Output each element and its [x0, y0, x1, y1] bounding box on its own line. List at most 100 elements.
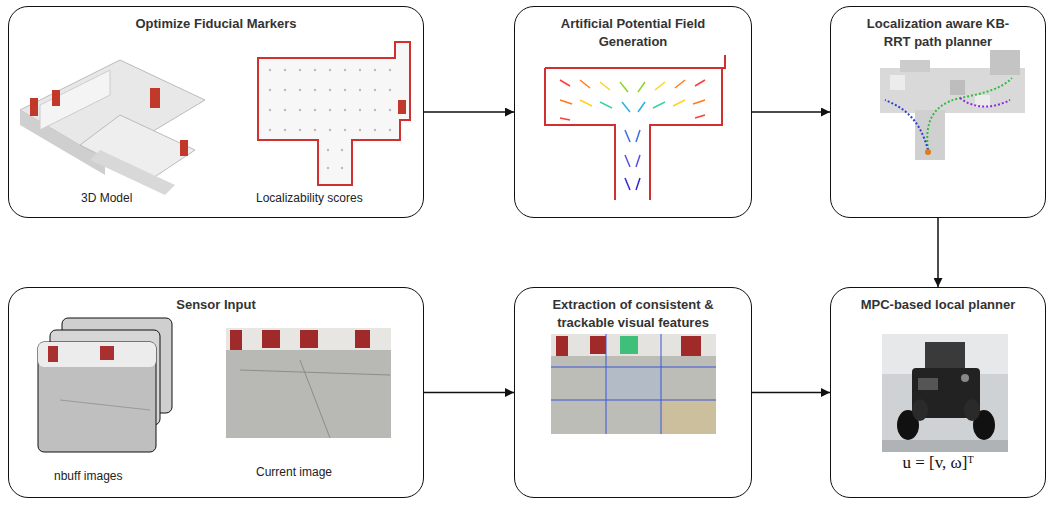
illustration-part — [40, 70, 110, 130]
process-box: Extraction of consistent & trackable vis… — [514, 287, 752, 498]
illustration-part — [389, 89, 391, 91]
illustration-part — [625, 130, 630, 142]
illustration-part — [359, 89, 361, 91]
illustration-part — [927, 78, 1012, 150]
illustration-part — [653, 102, 665, 108]
localizability-map — [258, 42, 410, 185]
illustration-part — [636, 155, 640, 167]
illustration-part — [344, 69, 346, 71]
process-box: MPC-based local planneru = [v, ω]ᵀ — [830, 287, 1046, 498]
illustration-part — [675, 80, 685, 88]
illustration-part — [341, 149, 343, 151]
illustration-part — [359, 129, 361, 131]
illustration-part — [269, 89, 271, 91]
illustration-part — [560, 118, 570, 120]
illustration-part — [329, 69, 331, 71]
illustration-part — [314, 129, 316, 131]
illustration-part — [556, 336, 568, 356]
illustration-part — [915, 110, 945, 160]
illustration-part — [226, 328, 391, 438]
illustration-part — [38, 342, 156, 452]
illustration-part — [681, 336, 701, 356]
illustration-part — [300, 330, 318, 348]
illustration-part — [900, 60, 930, 72]
illustration-part — [638, 102, 645, 112]
illustration-part — [661, 334, 662, 434]
illustration-part — [964, 399, 980, 421]
illustration-part — [269, 69, 271, 71]
illustration-part — [551, 334, 716, 434]
image-caption: Current image — [256, 465, 332, 479]
illustration-part — [180, 140, 188, 156]
illustration-part — [655, 82, 665, 90]
illustration-part — [975, 95, 990, 107]
illustration-part — [284, 89, 286, 91]
3d-model-picture — [20, 60, 205, 195]
illustration-part — [329, 109, 331, 111]
illustration-part — [258, 42, 410, 185]
illustration-part — [622, 102, 630, 112]
illustration-part — [551, 400, 716, 401]
illustration-part — [551, 334, 716, 356]
illustration-part — [580, 80, 590, 88]
flow-arrow — [424, 392, 514, 394]
illustration-part — [990, 50, 1020, 75]
illustration-part — [560, 100, 572, 104]
potential-field-picture — [545, 55, 725, 200]
illustration-part — [300, 360, 330, 438]
illustration-part — [673, 100, 685, 106]
illustration-part — [551, 367, 716, 368]
illustration-part — [226, 328, 391, 350]
box-title: Extraction of consistent & trackable vis… — [533, 296, 733, 331]
illustration-part — [374, 69, 376, 71]
illustration-part — [636, 178, 640, 190]
process-box: Localization aware KB-RRT path planner — [830, 6, 1046, 218]
illustration-part — [620, 336, 638, 354]
illustration-part — [262, 330, 280, 348]
illustration-part — [359, 109, 361, 111]
illustration-part — [374, 129, 376, 131]
illustration-part — [625, 155, 630, 167]
box-title: Localization aware KB-RRT path planner — [863, 15, 1013, 50]
robot-picture — [882, 334, 1008, 452]
illustration-part — [620, 82, 628, 92]
illustration-part — [344, 89, 346, 91]
illustration-part — [150, 88, 160, 108]
illustration-part — [269, 109, 271, 111]
illustration-part — [344, 129, 346, 131]
illustration-part — [661, 400, 716, 434]
illustration-part — [882, 334, 1008, 452]
illustration-part — [580, 100, 592, 106]
illustration-part — [374, 89, 376, 91]
rrt-path-picture — [880, 50, 1025, 160]
illustration-part — [950, 80, 965, 95]
illustration-part — [374, 109, 376, 111]
illustration-part — [389, 69, 391, 71]
feature-grid-picture — [551, 334, 716, 434]
illustration-part — [299, 89, 301, 91]
box-title: Sensor Input — [26, 296, 406, 314]
illustration-part — [638, 82, 645, 92]
illustration-part — [299, 109, 301, 111]
illustration-part — [314, 109, 316, 111]
image-caption: nbuff images — [54, 469, 123, 483]
illustration-part — [48, 346, 58, 362]
illustration-part — [600, 82, 610, 90]
illustration-part — [344, 109, 346, 111]
illustration-part — [389, 129, 391, 131]
illustration-part — [355, 330, 370, 348]
illustration-part — [925, 342, 965, 370]
process-box: Sensor Input nbuff images Current image — [8, 287, 424, 498]
illustration-part — [590, 336, 606, 354]
flow-arrow — [752, 392, 830, 394]
illustration-part — [551, 334, 716, 434]
illustration-part — [359, 69, 361, 71]
illustration-part — [341, 167, 343, 169]
illustration-part — [100, 346, 114, 360]
illustration-part — [327, 167, 329, 169]
current-image-picture — [226, 328, 391, 438]
image-buffer-picture — [38, 318, 172, 452]
illustration-part — [299, 69, 301, 71]
image-caption: Localizability scores — [256, 191, 363, 205]
